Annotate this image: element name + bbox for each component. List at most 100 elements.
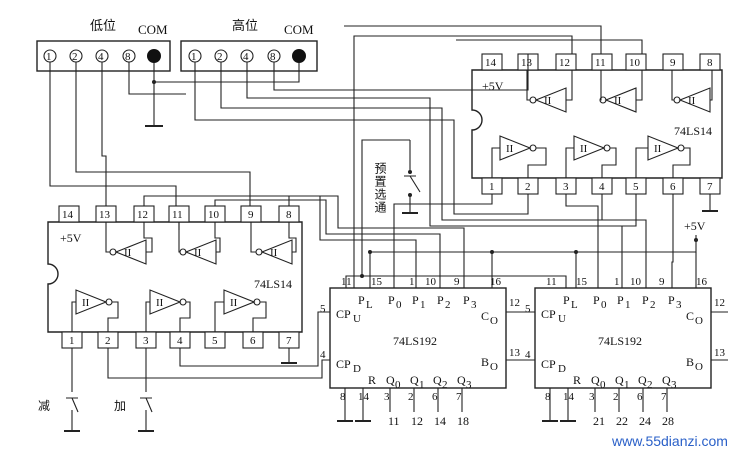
svg-text:Q: Q — [457, 373, 466, 387]
svg-text:Q: Q — [433, 373, 442, 387]
display-low-pin-label: 8 — [125, 51, 131, 63]
counter-right-output-label: 24 — [639, 414, 651, 428]
svg-text:8: 8 — [545, 391, 551, 403]
display-high-pin-label: 4 — [243, 51, 249, 63]
display-low-pin-label: 4 — [98, 51, 104, 63]
svg-text:12: 12 — [714, 297, 725, 309]
chip-left-74ls14: 14 13 12 11 10 9 8 1 2 3 4 5 6 7 +5V 74L… — [47, 205, 303, 364]
svg-text:II: II — [544, 95, 552, 107]
svg-text:6: 6 — [250, 335, 256, 347]
chip-left-inverter: II — [71, 289, 119, 332]
svg-text:16: 16 — [490, 276, 502, 288]
display-high-label: 高位 — [232, 18, 258, 33]
down-label: 减 — [38, 399, 50, 413]
svg-text:2: 2 — [442, 379, 448, 391]
svg-text:4: 4 — [525, 349, 531, 361]
display-low-label: 低位 — [90, 18, 116, 33]
svg-text:II: II — [270, 247, 278, 259]
svg-text:9: 9 — [670, 57, 676, 69]
chip-top-right-inverter: II — [635, 135, 691, 178]
svg-text:11: 11 — [172, 209, 183, 221]
svg-text:1: 1 — [409, 276, 415, 288]
svg-text:1: 1 — [624, 379, 630, 391]
svg-text:P: P — [463, 293, 470, 307]
svg-text:13: 13 — [521, 57, 533, 69]
svg-text:10: 10 — [208, 209, 220, 221]
svg-text:13: 13 — [714, 347, 726, 359]
svg-text:5: 5 — [525, 303, 531, 315]
svg-text:14: 14 — [358, 391, 370, 403]
svg-text:L: L — [366, 299, 373, 311]
svg-text:1: 1 — [614, 276, 620, 288]
chip-top-right-inverter: II — [526, 70, 573, 113]
counter-left-output-label: 11 — [388, 414, 400, 428]
svg-text:14: 14 — [485, 57, 497, 69]
svg-text:CP: CP — [336, 357, 351, 371]
chip-left-inverter: II — [145, 289, 191, 332]
svg-text:Q: Q — [410, 373, 419, 387]
svg-text:P: P — [617, 293, 624, 307]
svg-text:U: U — [558, 313, 566, 325]
up-label: 加 — [114, 399, 126, 413]
display-high-com-pin — [292, 49, 306, 63]
counter-left-output-label: 14 — [434, 414, 446, 428]
svg-text:II: II — [194, 247, 202, 259]
svg-text:1: 1 — [69, 335, 75, 347]
chip-left-inverter: II — [178, 222, 221, 265]
preset-label: 预置选通 — [373, 162, 387, 214]
svg-text:II: II — [614, 95, 622, 107]
svg-text:3: 3 — [143, 335, 149, 347]
counter-left-body — [329, 287, 507, 389]
svg-text:4: 4 — [599, 181, 605, 193]
counter-right-name: 74LS192 — [598, 334, 642, 348]
interconnect-wires — [49, 25, 674, 379]
chip-left-supply: +5V — [60, 231, 82, 245]
svg-text:1: 1 — [625, 299, 631, 311]
counter-right-body — [534, 287, 712, 389]
svg-text:1: 1 — [419, 379, 425, 391]
svg-text:15: 15 — [371, 276, 383, 288]
svg-text:Q: Q — [591, 373, 600, 387]
svg-text:8: 8 — [707, 57, 713, 69]
svg-text:II: II — [654, 143, 662, 155]
svg-text:4: 4 — [177, 335, 183, 347]
svg-text:8: 8 — [286, 209, 292, 221]
svg-text:R: R — [573, 373, 581, 387]
svg-text:II: II — [82, 297, 90, 309]
svg-text:II: II — [230, 297, 238, 309]
svg-text:B: B — [686, 355, 694, 369]
com-ground — [145, 63, 300, 127]
chip-top-right-inverter: II — [671, 70, 713, 113]
chip-left-inverter: II — [214, 289, 267, 332]
chip-top-right-name: 74LS14 — [674, 124, 712, 138]
svg-text:O: O — [695, 361, 703, 373]
svg-text:Q: Q — [638, 373, 647, 387]
svg-text:12: 12 — [509, 297, 520, 309]
svg-text:L: L — [571, 299, 578, 311]
svg-text:P: P — [388, 293, 395, 307]
svg-text:3: 3 — [466, 379, 472, 391]
svg-text:2: 2 — [408, 391, 414, 403]
supply-label: +5V — [684, 219, 706, 233]
svg-text:B: B — [481, 355, 489, 369]
svg-text:II: II — [580, 143, 588, 155]
svg-text:CP: CP — [336, 307, 351, 321]
svg-text:2: 2 — [525, 181, 531, 193]
svg-text:2: 2 — [650, 299, 656, 311]
svg-text:10: 10 — [629, 57, 641, 69]
svg-text:II: II — [156, 297, 164, 309]
display-low-pin-label: 2 — [72, 51, 78, 63]
svg-text:O: O — [695, 315, 703, 327]
svg-text:II: II — [688, 95, 696, 107]
svg-text:7: 7 — [456, 391, 462, 403]
svg-text:CP: CP — [541, 357, 556, 371]
counter-right-output-label: 28 — [662, 414, 674, 428]
up-switch: 加 — [114, 348, 154, 432]
display-high-connector: 高位 COM 1 2 4 8 — [180, 18, 318, 72]
svg-text:1: 1 — [489, 181, 495, 193]
svg-text:P: P — [358, 293, 365, 307]
svg-text:2: 2 — [105, 335, 111, 347]
svg-text:P: P — [563, 293, 570, 307]
